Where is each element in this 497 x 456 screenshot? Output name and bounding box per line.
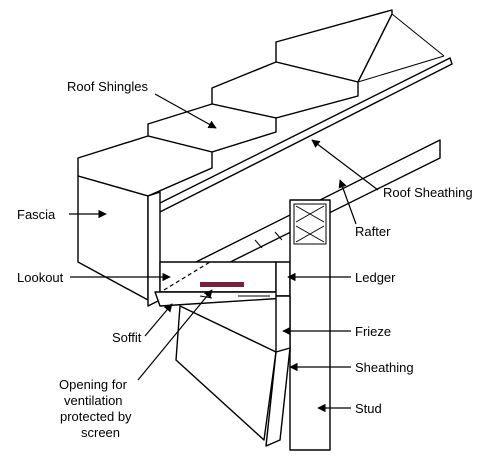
ledger [275, 261, 291, 297]
label-opening-line4: screen [81, 425, 120, 440]
stud [289, 199, 331, 451]
vent-screen [200, 282, 244, 287]
label-sheathing: Sheathing [355, 360, 414, 375]
label-opening-line3: protected by [60, 409, 132, 424]
label-opening-line2: ventilation [64, 393, 123, 408]
label-stud: Stud [355, 401, 382, 416]
label-ledger: Ledger [355, 270, 396, 285]
soffit [154, 291, 287, 307]
label-roof-sheathing: Roof Sheathing [383, 185, 473, 200]
label-opening-line1: Opening for [59, 377, 128, 392]
leader-lines [69, 93, 379, 413]
fascia [77, 175, 161, 307]
label-rafter: Rafter [355, 224, 391, 239]
label-frieze: Frieze [355, 324, 391, 339]
frieze [275, 295, 291, 353]
wall-sheathing [175, 305, 291, 447]
label-fascia: Fascia [17, 207, 56, 222]
label-roof-shingles: Roof Shingles [67, 79, 148, 94]
lookout [159, 261, 277, 293]
label-lookout: Lookout [17, 270, 64, 285]
label-soffit: Soffit [112, 330, 142, 345]
